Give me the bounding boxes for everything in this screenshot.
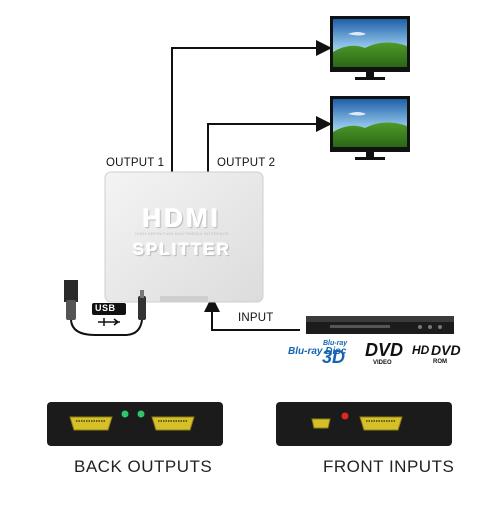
input-label: INPUT [238, 312, 274, 324]
usb-cable-icon [64, 280, 146, 336]
bluray-logo: Blu-ray Disc [288, 346, 347, 357]
hd-dvd-logo: DVD [431, 342, 461, 358]
output1-label: OUTPUT 1 [106, 157, 165, 169]
back-outputs-panel [47, 402, 223, 446]
hdmi-logo-subtitle: HIGH-DEFINITION MULTIMEDIA INTERFACE [135, 231, 229, 236]
dvd-video-logo: DVD [365, 340, 404, 360]
tv-icon-1 [330, 16, 410, 80]
led-green-2 [137, 410, 145, 418]
dvd-player-icon [306, 316, 454, 334]
bluray3d-logo: 3D [322, 347, 346, 367]
hd-dvd-rom-sub: ROM [433, 359, 447, 365]
output2-connector [207, 116, 332, 172]
hdmi-logo: HDMI [142, 203, 222, 233]
splitter-label: SPLITTER [132, 240, 232, 259]
front-inputs-panel [276, 402, 452, 446]
input-connector [204, 296, 300, 331]
front-inputs-caption: FRONT INPUTS [323, 457, 455, 476]
output1-connector [171, 40, 332, 172]
dvd-video-sub: VIDEO [373, 360, 392, 366]
usb-badge-label: USB [95, 303, 116, 313]
tv-icon-2 [330, 96, 410, 160]
led-red [341, 412, 349, 420]
back-outputs-caption: BACK OUTPUTS [74, 457, 213, 476]
bluray3d-logo-top: Blu-ray [323, 340, 348, 347]
output2-label: OUTPUT 2 [217, 157, 276, 169]
led-green-1 [121, 410, 129, 418]
hdmi-splitter-device [104, 171, 264, 303]
hd-dvd-logo-hd: HD [412, 343, 430, 357]
